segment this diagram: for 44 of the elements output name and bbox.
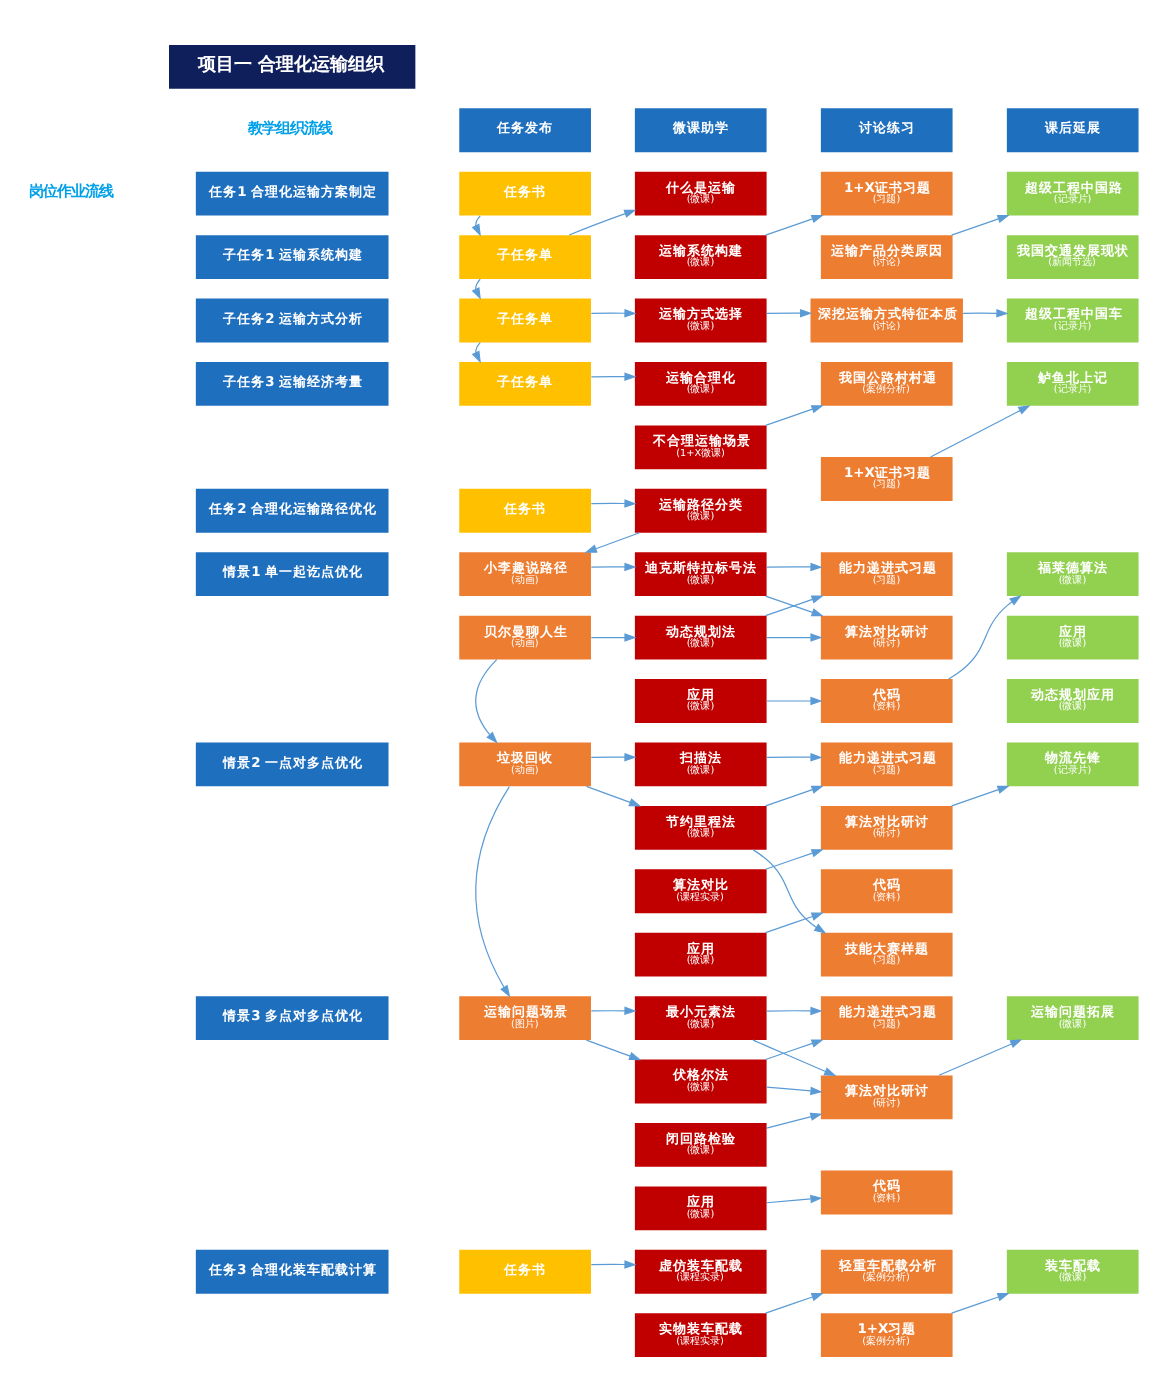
arrow <box>475 658 498 743</box>
arrow <box>765 1038 824 1060</box>
arrow <box>766 695 823 705</box>
arrow <box>590 751 637 761</box>
arrow <box>951 784 1010 806</box>
arrow <box>590 632 637 641</box>
arrow <box>962 308 1009 317</box>
arrow <box>766 1085 823 1095</box>
arrow <box>765 1292 824 1313</box>
arrow <box>929 404 1031 457</box>
arrow <box>938 1038 1023 1075</box>
arrow <box>766 1111 823 1128</box>
arrow <box>471 214 481 236</box>
arrow <box>765 911 824 933</box>
arrow <box>752 1038 837 1076</box>
arrow <box>590 1005 637 1015</box>
arrow <box>766 561 823 571</box>
arrow <box>590 307 637 317</box>
arrow <box>948 594 1022 679</box>
arrow <box>766 632 823 641</box>
arrow <box>590 561 637 571</box>
arrow <box>766 1005 823 1015</box>
arrow <box>765 848 824 869</box>
arrow <box>590 371 637 380</box>
arrow <box>765 784 824 806</box>
arrow <box>766 307 813 317</box>
arrow <box>766 1193 823 1203</box>
arrow <box>568 208 637 235</box>
arrow <box>752 848 827 933</box>
arrow <box>765 213 824 235</box>
arrow <box>766 751 823 761</box>
arrow <box>590 1259 637 1268</box>
arrow <box>951 1292 1010 1313</box>
node-box: 项目一 合理化运输组织 <box>169 43 416 88</box>
arrow <box>590 498 637 507</box>
arrow <box>585 784 642 806</box>
arrow <box>471 341 481 363</box>
arrow <box>584 531 641 552</box>
arrow <box>765 404 824 425</box>
arrow <box>765 594 824 616</box>
arrow <box>475 784 511 997</box>
arrow <box>471 277 481 299</box>
arrow <box>585 1038 642 1060</box>
arrow <box>951 213 1010 235</box>
